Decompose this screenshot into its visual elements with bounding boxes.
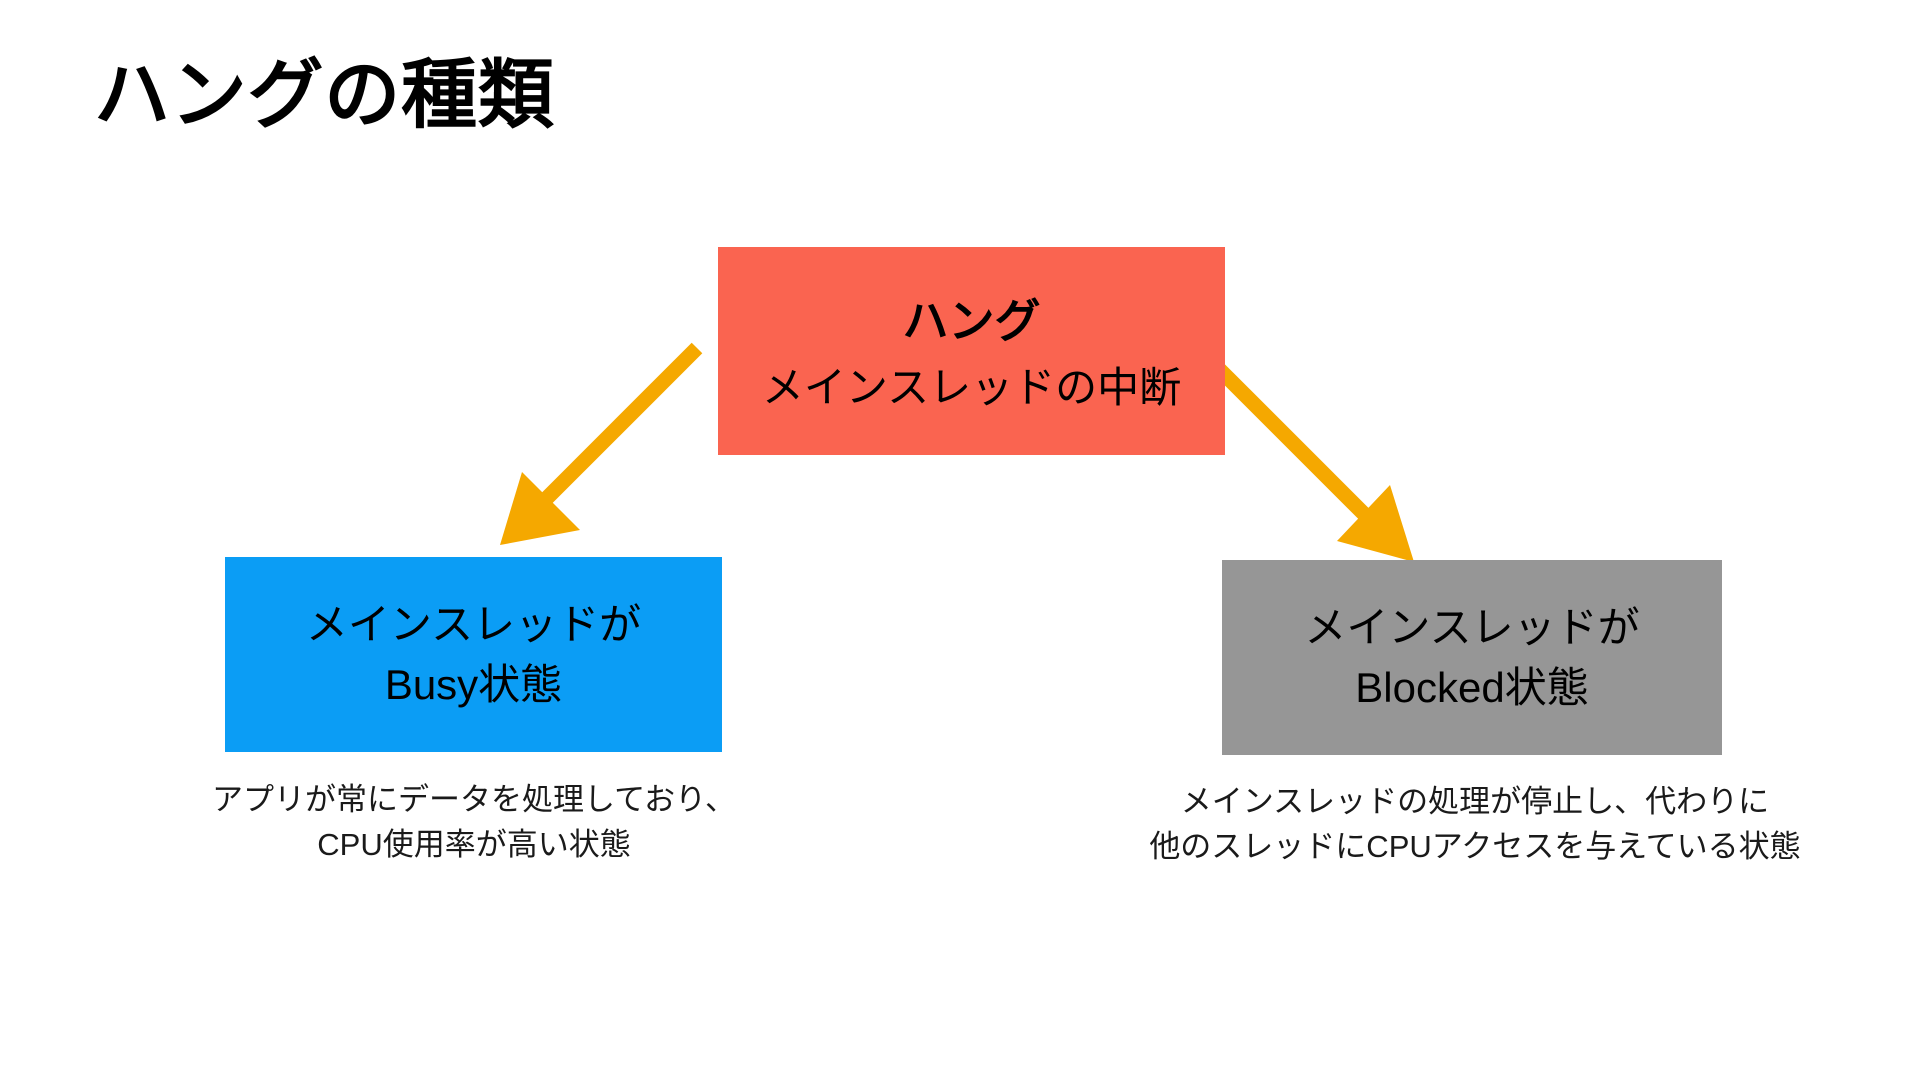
arrow-left-to-busy xyxy=(500,342,703,545)
node-busy-line2: Busy状態 xyxy=(384,660,563,708)
node-blocked-line1: メインスレッドが xyxy=(1304,603,1640,651)
node-hang-subtitle: メインスレッドの中断 xyxy=(761,364,1182,412)
node-busy: メインスレッドが Busy状態 xyxy=(225,557,722,752)
caption-blocked-line2: 他のスレッドにCPUアクセスを与えている状態 xyxy=(1149,828,1801,864)
caption-blocked-line1: メインスレッドの処理が停止し、代わりに xyxy=(1180,784,1770,819)
caption-busy-line2: CPU使用率が高い状態 xyxy=(317,826,631,862)
node-hang: ハング メインスレッドの中断 xyxy=(718,247,1225,455)
page-title: ハングの種類 xyxy=(94,53,555,138)
arrow-right-to-blocked xyxy=(1210,360,1414,562)
caption-busy-line1: アプリが常にデータを処理しており、 xyxy=(212,782,736,817)
node-hang-title: ハング xyxy=(902,295,1041,348)
node-busy-line1: メインスレッドが xyxy=(305,600,642,648)
caption-blocked: メインスレッドの処理が停止し、代わりに 他のスレッドにCPUアクセスを与えている… xyxy=(1105,780,1845,870)
node-blocked: メインスレッドが Blocked状態 xyxy=(1222,560,1722,755)
node-blocked-line2: Blocked状態 xyxy=(1355,663,1589,711)
caption-busy: アプリが常にデータを処理しており、 CPU使用率が高い状態 xyxy=(174,778,774,868)
